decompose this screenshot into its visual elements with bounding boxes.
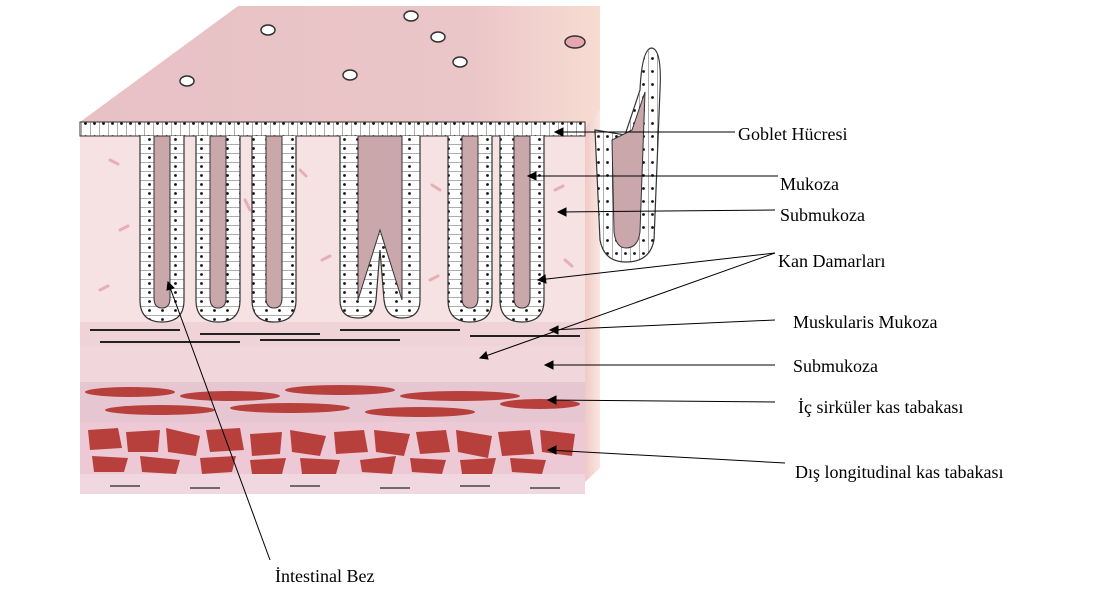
crypt-6-lumen (514, 136, 530, 308)
crypt-2-lumen (210, 136, 226, 308)
crypt-5-lumen (462, 136, 478, 308)
label-muskularis: Muskularis Mukoza (793, 312, 937, 332)
surface-epithelium (80, 122, 585, 136)
label-kan: Kan Damarları (778, 251, 885, 271)
surface-cell (404, 11, 418, 21)
label-mukoza: Mukoza (780, 174, 839, 194)
label-intestinal: İntestinal Bez (275, 566, 374, 586)
crypt-3-lumen (266, 136, 282, 308)
label-submukoza-bottom: Submukoza (793, 356, 878, 376)
surface-cell (180, 76, 194, 86)
serosa (80, 474, 585, 494)
label-submukoza-top: Submukoza (780, 205, 865, 225)
label-goblet: Goblet Hücresi (738, 124, 847, 144)
villus-core (612, 92, 645, 248)
crypt-group (140, 136, 544, 322)
surface-cell (453, 57, 467, 67)
label-ic: İç sirküler kas tabakası (798, 397, 963, 417)
surface-cell (431, 32, 445, 42)
label-dis: Dış longitudinal kas tabakası (795, 462, 1003, 482)
surface-cell (261, 25, 275, 35)
top-surface (80, 6, 600, 140)
surface-cell (343, 70, 357, 80)
surface-cell (565, 36, 585, 48)
submucosa-lower (80, 346, 585, 382)
